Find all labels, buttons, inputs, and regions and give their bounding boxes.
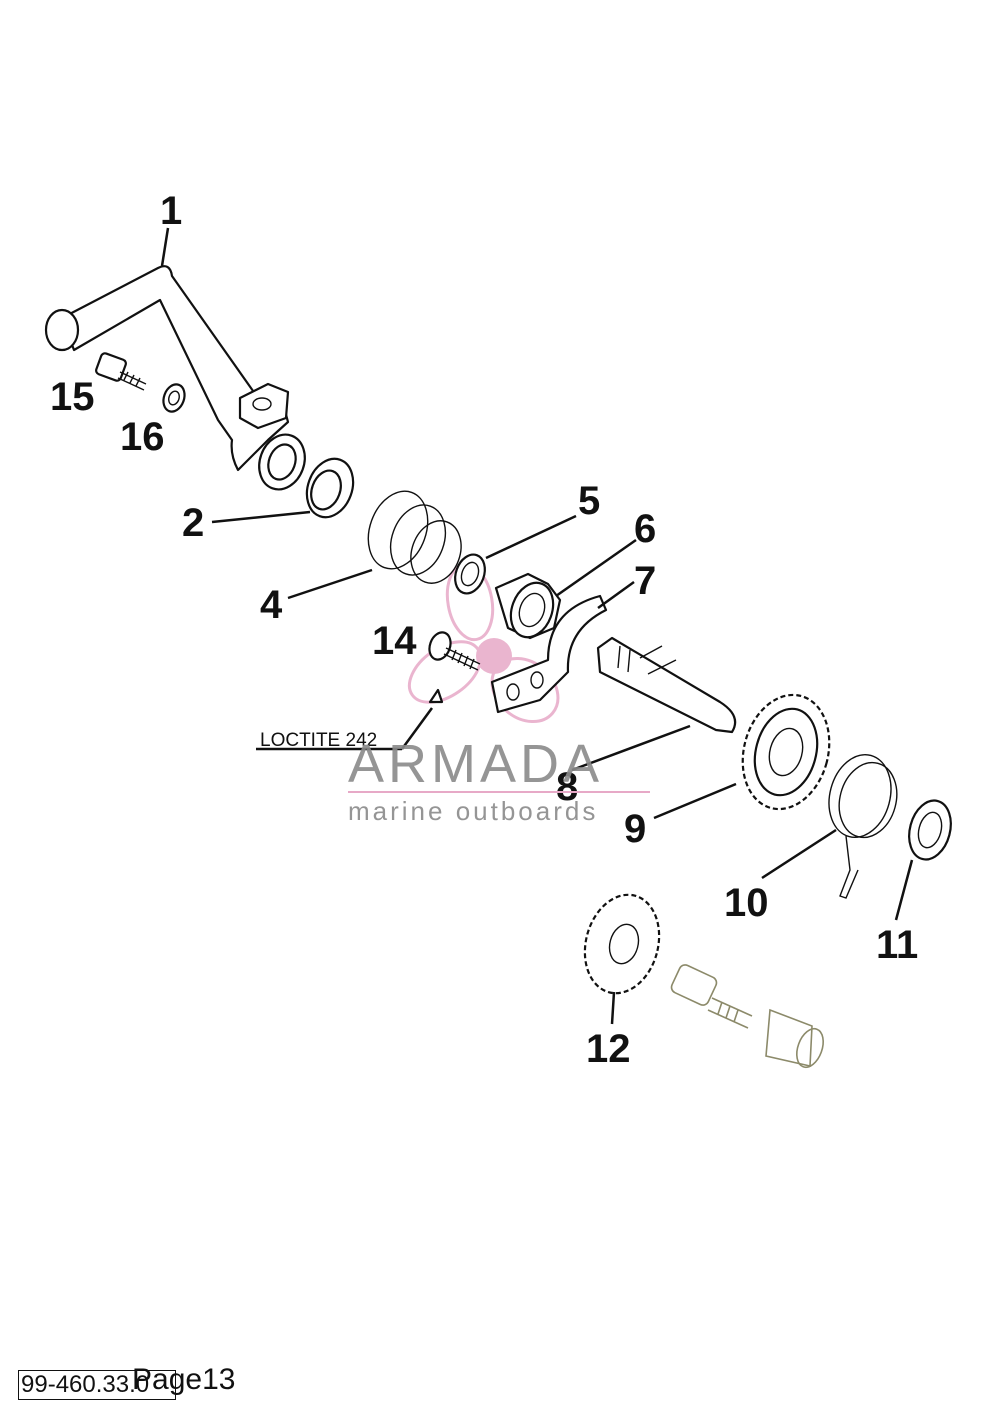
callout-7: 7: [634, 559, 656, 603]
callout-16: 16: [120, 415, 165, 459]
callout-1: 1: [160, 189, 182, 233]
kick-lever-part: [44, 265, 306, 491]
screw-14-part: [428, 631, 481, 704]
gear-12-part: [583, 893, 661, 995]
callout-4: 4: [260, 583, 283, 627]
watermark-tagline: marine outboards: [348, 796, 598, 826]
loctite-note: LOCTITE 242: [260, 730, 377, 751]
callout-2: 2: [182, 501, 204, 545]
callout-14: 14: [372, 619, 417, 663]
washer-11-part: [908, 799, 952, 861]
callout-8: 8: [556, 765, 578, 809]
document-code: 99-460.33.0: [18, 1370, 176, 1400]
callout-15: 15: [50, 375, 95, 419]
callout-12: 12: [586, 1027, 631, 1071]
callout-labels: 1 2 4 5 6 7 8 9 10 11 12 14 15 16: [50, 189, 918, 1071]
kickstart-shaft-8-part: [596, 636, 737, 734]
washer-16-part: [162, 383, 186, 413]
spring-part: [367, 490, 462, 584]
callout-11: 11: [876, 923, 918, 967]
bolt-15-part: [95, 352, 147, 391]
ghost-bolt-sleeve: [670, 964, 824, 1069]
stop-bracket-7-part: [490, 594, 608, 714]
ring-5-part: [454, 553, 486, 595]
watermark-brand: ARMADA: [348, 734, 603, 794]
page-number: Page13: [132, 1363, 236, 1396]
leader-lines: [160, 227, 914, 1025]
callout-5: 5: [578, 479, 600, 523]
callout-6: 6: [634, 507, 656, 551]
callout-9: 9: [624, 807, 646, 851]
gear-9-part: [741, 693, 831, 811]
bushing-part: [305, 457, 355, 519]
ratchet-6-part: [494, 572, 562, 640]
torsion-spring-10-part: [828, 753, 898, 899]
callout-10: 10: [724, 881, 769, 925]
